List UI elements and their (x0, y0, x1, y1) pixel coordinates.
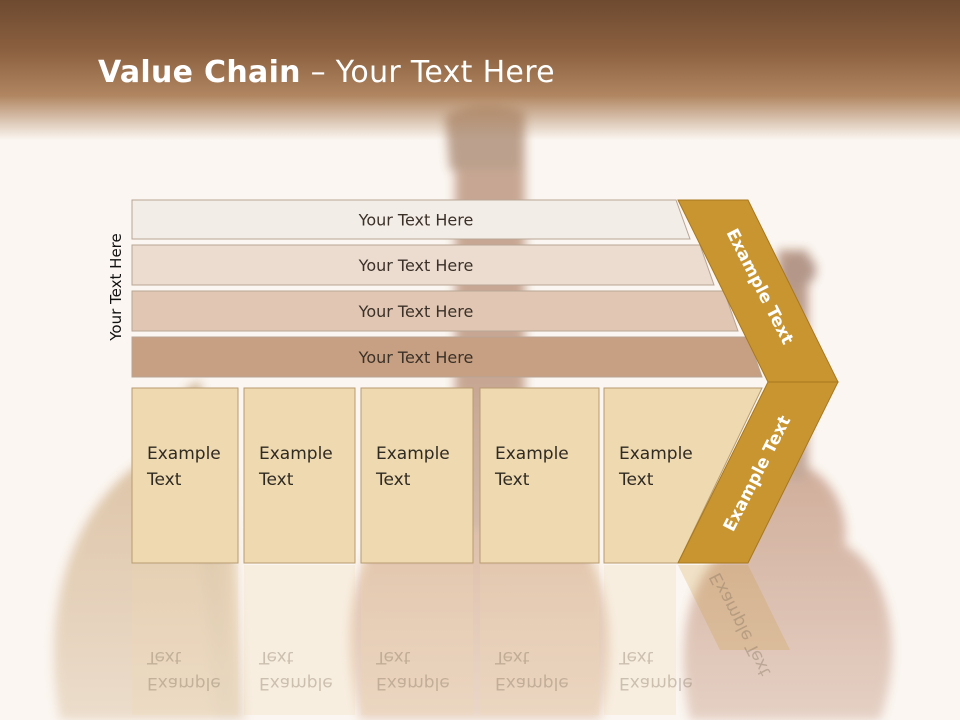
box-3 (360, 387, 474, 564)
row-label-1: Your Text Here (358, 211, 474, 230)
box-reflection-text-2: Text (258, 647, 294, 667)
chevron-lower (677, 381, 839, 564)
box-reflection-text-5: Text (618, 647, 654, 667)
box-reflection-text2-2: Example (259, 673, 333, 693)
row-label-3: Your Text Here (358, 302, 474, 321)
box-reflection-5 (604, 565, 676, 715)
chevron-reflection (678, 565, 790, 650)
header-band (0, 0, 960, 140)
box-label-line2-4: Text (494, 470, 530, 490)
box-label-line2-1: Text (146, 470, 182, 490)
box-label-line1-4: Example (495, 444, 569, 464)
box-reflection-text2-4: Example (495, 673, 569, 693)
row-band-1 (131, 199, 691, 240)
row-band-3 (131, 290, 739, 332)
page-title: Value Chain – Your Text Here (98, 55, 555, 90)
box-label-line2-5: Text (618, 470, 654, 490)
box-label-line1-1: Example (147, 444, 221, 464)
box-label-line1-3: Example (376, 444, 450, 464)
box-reflection-2 (244, 565, 355, 715)
row-band-2 (131, 244, 715, 286)
box-label-line1-5: Example (619, 444, 693, 464)
box-label-line1-2: Example (259, 444, 333, 464)
box-4 (479, 387, 600, 564)
box-reflection-text-4: Text (494, 647, 530, 667)
box-reflection-text2-5: Example (619, 673, 693, 693)
title-rest: – Your Text Here (300, 55, 555, 90)
box-1 (131, 387, 239, 564)
box-reflection-text2-1: Example (147, 673, 221, 693)
row-label-4: Your Text Here (358, 348, 474, 367)
title-bold: Value Chain (98, 55, 301, 90)
box-2 (243, 387, 356, 564)
row-label-2: Your Text Here (358, 256, 474, 275)
box-reflection-3 (361, 565, 473, 715)
row-band-4 (131, 336, 763, 378)
box-label-line2-3: Text (375, 470, 411, 490)
box-reflection-text-1: Text (146, 647, 182, 667)
box-reflection-4 (480, 565, 599, 715)
box-label-line2-2: Text (258, 470, 294, 490)
box-reflection-1 (132, 565, 238, 715)
box-reflection-text-3: Text (375, 647, 411, 667)
box-reflection-text2-3: Example (376, 673, 450, 693)
